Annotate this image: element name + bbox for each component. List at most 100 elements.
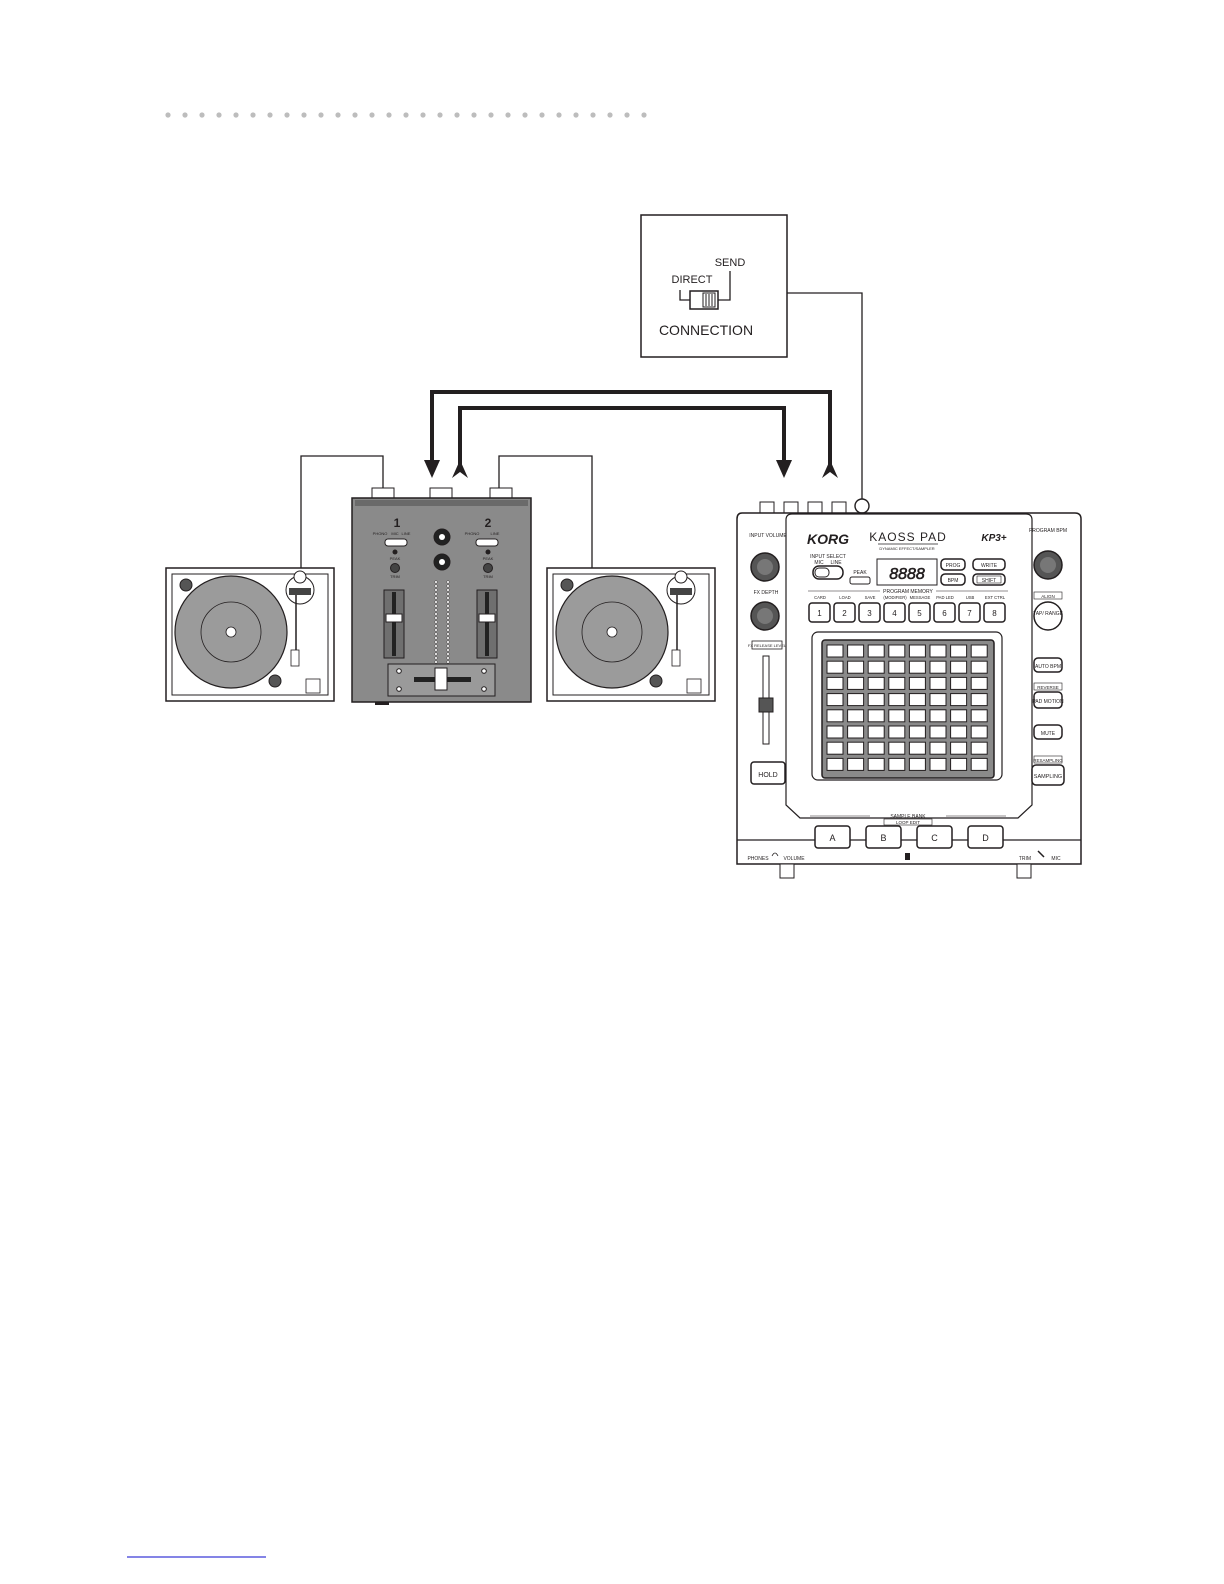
write-button[interactable]	[972, 558, 1006, 571]
meter-led	[434, 656, 438, 660]
pad-cell	[847, 644, 865, 658]
ch1-mic: MIC	[391, 531, 398, 536]
memory-button-3[interactable]	[858, 602, 881, 623]
pad-cell	[847, 741, 865, 755]
sampling-button[interactable]	[1031, 764, 1065, 786]
input-volume-label: INPUT VOLUME	[749, 533, 787, 539]
tap-range-button[interactable]	[1033, 601, 1063, 631]
meter-led	[446, 616, 450, 620]
meter-led	[446, 588, 450, 592]
meter-led	[446, 580, 450, 584]
memory-button-5[interactable]	[908, 602, 931, 623]
memory-button-6[interactable]	[933, 602, 956, 623]
header-dot	[539, 112, 545, 118]
meter-led	[434, 596, 438, 600]
mic-icon	[1037, 850, 1045, 858]
meter-led	[446, 636, 450, 640]
memory-button-4[interactable]	[883, 602, 906, 623]
bpm-label: BPM	[948, 578, 959, 584]
meter-led	[446, 648, 450, 652]
connection-switch-jack[interactable]	[854, 498, 870, 514]
header-dot	[556, 112, 562, 118]
pad-motion-button[interactable]	[1033, 691, 1063, 709]
pad-cell	[950, 644, 968, 658]
ch2-trim-knob[interactable]	[483, 563, 493, 573]
pad-cell	[908, 693, 926, 707]
korg-logo: KORG	[807, 531, 849, 547]
hold-button[interactable]	[750, 761, 786, 785]
pad-cell	[950, 660, 968, 674]
bank-button-b[interactable]	[865, 825, 902, 849]
pad-cell	[970, 709, 988, 723]
meter-led	[434, 616, 438, 620]
header-dot	[250, 112, 256, 118]
mute-button[interactable]	[1033, 724, 1063, 740]
fx-release-slider[interactable]	[758, 697, 774, 713]
header-dot	[420, 112, 426, 118]
pad-cell	[908, 660, 926, 674]
pad-cell	[908, 741, 926, 755]
bank-button-d[interactable]	[967, 825, 1004, 849]
memory-function-label: USB	[966, 595, 975, 600]
header-dot	[216, 112, 222, 118]
fx-depth-label: FX DEPTH	[754, 590, 779, 596]
meter-led	[434, 628, 438, 632]
meter-led	[434, 588, 438, 592]
bpm-button[interactable]	[940, 573, 966, 586]
pad-cell	[929, 725, 947, 739]
memory-button-number: 2	[842, 609, 847, 618]
pad-cell	[908, 709, 926, 723]
kaoss-pad: INPUT VOLUME FX DEPTH FX RELEASE LEVEL H…	[736, 498, 1082, 879]
ch2-fader[interactable]	[478, 613, 496, 623]
memory-button-1[interactable]	[808, 602, 831, 623]
pad-cell	[950, 725, 968, 739]
memory-button-7[interactable]	[958, 602, 981, 623]
ch1-trim-knob[interactable]	[390, 563, 400, 573]
pad-cell	[867, 644, 885, 658]
tap-range-label: TAP/ RANGE	[1033, 611, 1064, 617]
ch1-trim: TRIM	[390, 574, 400, 579]
arrow-down-mixer	[424, 460, 440, 478]
arrow-down-kaoss	[776, 460, 792, 478]
header-dot	[488, 112, 494, 118]
memory-button-8[interactable]	[983, 602, 1006, 623]
tonearm-head	[290, 649, 300, 667]
pad-cell	[888, 757, 906, 771]
pad-cell	[888, 676, 906, 690]
arrow-up-kaoss	[822, 460, 838, 478]
pad-motion-label: PAD MOTION	[1032, 699, 1064, 705]
bank-button-a[interactable]	[814, 825, 851, 849]
pad-cell	[950, 676, 968, 690]
header-dot	[233, 112, 239, 118]
header-dot	[284, 112, 290, 118]
memory-function-label: EXT CTRL	[985, 595, 1006, 600]
ch1-input-switch[interactable]	[384, 538, 408, 547]
header-dot	[369, 112, 375, 118]
ch1-fader[interactable]	[385, 613, 403, 623]
mixer-channel-2: 2	[485, 516, 492, 530]
header-dot	[454, 112, 460, 118]
header-dot	[165, 112, 171, 118]
ch2-input-switch[interactable]	[475, 538, 499, 547]
shift-label: SHIFT	[982, 578, 996, 584]
pad-cell	[929, 644, 947, 658]
sampling-label: SAMPLING	[1034, 774, 1062, 780]
pad-cell	[950, 741, 968, 755]
pad-cell	[847, 725, 865, 739]
mic-label: MIC	[814, 560, 824, 566]
meter-led	[446, 632, 450, 636]
header-dot	[386, 112, 392, 118]
mute-label: MUTE	[1041, 731, 1056, 737]
header-dot	[624, 112, 630, 118]
memory-button-2[interactable]	[833, 602, 856, 623]
bank-button-c[interactable]	[916, 825, 953, 849]
fx-release-label: FX RELEASE LEVEL	[748, 643, 787, 648]
prog-button[interactable]	[940, 558, 966, 571]
pad-cell	[888, 709, 906, 723]
auto-bpm-button[interactable]	[1033, 657, 1063, 673]
pad-cell	[970, 757, 988, 771]
crossfader[interactable]	[434, 667, 448, 691]
pad-cell	[970, 741, 988, 755]
header-dot	[590, 112, 596, 118]
